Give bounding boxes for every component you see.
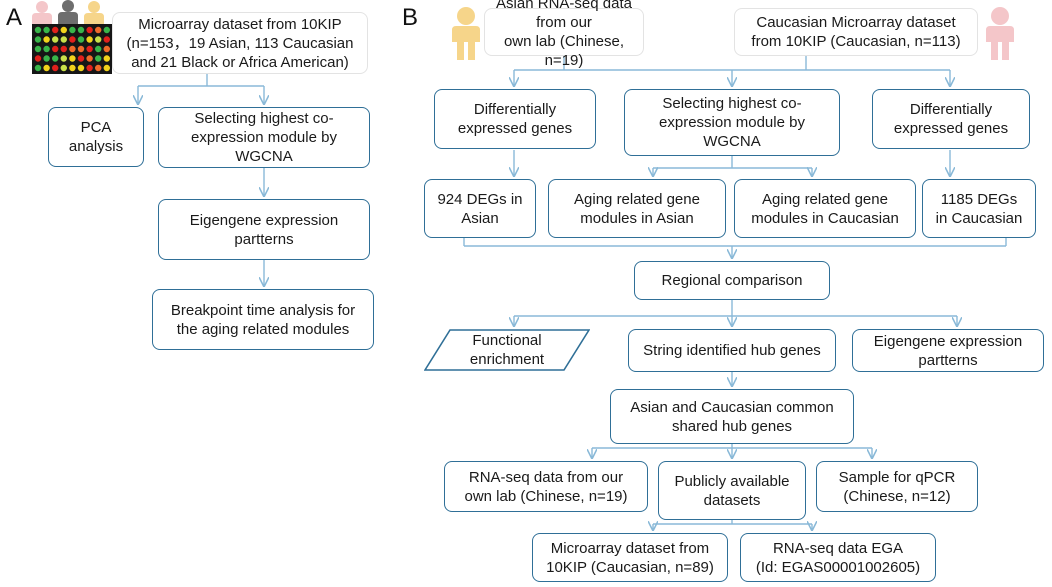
functional-enrichment-label: Functional enrichment xyxy=(469,332,545,368)
rnaseq-own-lab-box: RNA-seq data from our own lab (Chinese, … xyxy=(444,461,648,512)
caucasian-microarray-source: Caucasian Microarray dataset from 10KIP … xyxy=(734,8,978,56)
ega-dataset-box: RNA-seq data EGA (Id: EGAS00001002605) xyxy=(740,533,936,582)
panel-label-a: A xyxy=(6,4,23,31)
common-hub-genes-box: Asian and Caucasian common shared hub ge… xyxy=(610,389,854,444)
eigengene-panel-b-box: Eigengene expression partterns xyxy=(852,329,1044,372)
public-datasets-box: Publicly available datasets xyxy=(658,461,806,520)
string-hub-genes-box: String identified hub genes xyxy=(628,329,836,372)
asian-rnaseq-source: Asian RNA-seq data from our own lab (Chi… xyxy=(484,0,644,69)
panel-label-b: B xyxy=(402,4,419,31)
modules-asian-box: Aging related gene modules in Asian xyxy=(548,179,726,238)
wgcna-box: Selecting highest co- expression module … xyxy=(158,107,370,168)
deg-asian-box: Differentially expressed genes xyxy=(434,89,596,149)
deg-caucasian-box: Differentially expressed genes xyxy=(872,89,1030,149)
degs-asian-count-box: 924 DEGs in Asian xyxy=(424,179,536,238)
asian-person-icon xyxy=(452,7,480,60)
caucasian-person-icon xyxy=(986,7,1014,60)
eigengene-box: Eigengene expression partterns xyxy=(158,199,370,260)
degs-caucasian-count-box: 1185 DEGs in Caucasian xyxy=(922,179,1036,238)
functional-enrichment-shape xyxy=(424,329,590,371)
breakpoint-box: Breakpoint time analysis for the aging r… xyxy=(152,289,374,350)
pca-analysis-box: PCA analysis xyxy=(48,107,144,167)
microarray-heatmap-icon xyxy=(32,24,112,74)
wgcna-panel-b-box: Selecting highest co- expression module … xyxy=(624,89,840,156)
regional-comparison-box: Regional comparison xyxy=(634,261,830,300)
microarray-10kip-box: Microarray dataset from 10KIP (Caucasian… xyxy=(532,533,728,582)
modules-caucasian-box: Aging related gene modules in Caucasian xyxy=(734,179,916,238)
source-microarray-10kip: Microarray dataset from 10KIP (n=153，19 … xyxy=(112,12,368,74)
qpcr-sample-box: Sample for qPCR (Chinese, n=12) xyxy=(816,461,978,512)
